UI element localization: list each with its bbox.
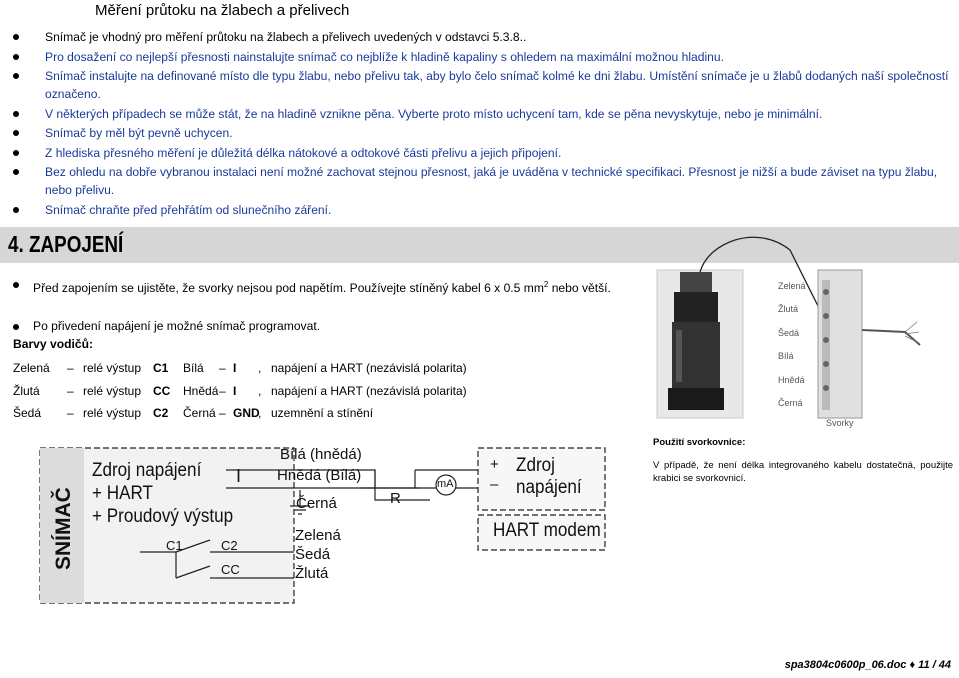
hart-modem-box — [477, 514, 606, 551]
sensor-wire-label: Šedá — [778, 328, 800, 338]
resistor-label: R — [390, 490, 401, 507]
plus-label: + — [490, 456, 499, 473]
list-item: Snímač chraňte před přehřátím od slunečn… — [0, 201, 959, 219]
milliamp-label: mA — [437, 478, 454, 490]
c1-label: C1 — [166, 538, 183, 553]
sensor-wire-label: Černá — [778, 398, 803, 408]
dash: – — [219, 361, 226, 375]
sep: , — [258, 406, 262, 420]
footer: spa3804c0600p_06.doc ♦ 11 / 44 — [785, 659, 951, 671]
wire-color-1: Šedá — [13, 406, 42, 420]
power-supply-box — [477, 447, 606, 511]
list-item: Snímač by měl být pevně uchycen. — [0, 124, 959, 142]
sep: , — [258, 384, 262, 398]
relay-output: relé výstup — [83, 406, 142, 420]
terminal-box-text: V případě, že není délka integrovaného k… — [653, 460, 953, 484]
wire-color-1: Žlutá — [13, 384, 40, 398]
bullet-icon — [13, 73, 19, 79]
dash: – — [219, 406, 226, 420]
sensor-body — [656, 236, 836, 419]
diagram-line-1: Zdroj napájení — [92, 460, 202, 481]
wire-zelena: Zelená — [295, 527, 341, 544]
ammeter-icon — [435, 474, 457, 496]
wiring-bullet-1: Před zapojením se ujistěte, že svorky ne… — [13, 276, 643, 297]
signal: I — [233, 361, 237, 375]
diamond-icon: ♦ — [909, 659, 916, 671]
wire-color-2: Černá — [183, 406, 216, 420]
sensor-wire-label: Žlutá — [778, 304, 799, 314]
diagram-line-2: + HART — [92, 483, 153, 504]
relay-output: relé výstup — [83, 361, 142, 375]
wire-hneda: Hnědá (Bílá) — [277, 467, 362, 484]
relay-output: relé výstup — [83, 384, 142, 398]
wire-color-1: Zelená — [13, 361, 50, 375]
sensor-wire-label: Bílá — [778, 351, 794, 361]
wire-color-2: Hnědá — [183, 384, 219, 398]
wire-colors-label: Barvy vodičů: — [13, 337, 93, 351]
relay-id: C1 — [153, 361, 169, 375]
list-item: V některých případech se může stát, že n… — [0, 105, 959, 123]
wire-color-2: Bílá — [183, 361, 204, 375]
bullet-icon — [13, 53, 19, 60]
chapter-heading-text: 4. ZAPOJENÍ — [8, 231, 124, 257]
list-item: Snímač je vhodný pro měření průtoku na ž… — [0, 28, 959, 46]
list-item: Snímač instalujte na definované místo dl… — [0, 67, 959, 103]
terminals-label: Svorky — [826, 418, 854, 428]
list-item: Z hlediska přesného měření je důležitá d… — [0, 144, 959, 162]
signal: I — [233, 384, 237, 398]
current-label: I — [236, 466, 242, 486]
bullet-icon — [13, 34, 19, 40]
c2-label: C2 — [221, 538, 238, 553]
bullet-icon — [13, 110, 19, 117]
bullet-icon — [13, 149, 19, 156]
terminal-box — [817, 269, 921, 419]
list-item: Bez ohledu na dobře vybranou instalaci n… — [0, 163, 959, 199]
terminal-box-title: Použití svorkovnice: — [653, 437, 746, 448]
power-supply-line-1: Zdroj — [516, 455, 555, 476]
description: napájení a HART (nezávislá polarita) — [271, 361, 467, 375]
bullet-icon — [13, 130, 19, 136]
dash: – — [219, 384, 226, 398]
sensor-label: SNÍMAČ — [52, 487, 75, 570]
wire-zluta: Žlutá — [295, 565, 329, 582]
page-number: 11 / 44 — [918, 659, 951, 671]
hart-modem-label: HART modem — [493, 520, 601, 541]
bullet-icon — [13, 282, 19, 288]
dash: – — [67, 384, 74, 398]
wiring-lines — [140, 469, 478, 579]
bullet-icon — [13, 324, 19, 330]
diagram-line-3: + Proudový výstup — [92, 506, 234, 527]
bullet-icon — [13, 169, 19, 175]
dash: – — [67, 361, 74, 375]
description: napájení a HART (nezávislá polarita) — [271, 384, 467, 398]
relay-id: C2 — [153, 406, 169, 420]
list-item: Pro dosažení co nejlepší přesnosti nains… — [0, 48, 959, 66]
doc-name: spa3804c0600p_06.doc — [784, 659, 907, 671]
bullet-icon — [13, 206, 19, 213]
signal: GND — [233, 406, 260, 420]
relay-id: CC — [153, 384, 171, 398]
sensor-wire-label: Zelená — [778, 281, 806, 291]
sep: , — [258, 361, 262, 375]
minus-label: – — [490, 476, 499, 493]
chapter-heading: 4. ZAPOJENÍ — [0, 227, 959, 263]
wire-seda: Šedá — [295, 546, 331, 563]
cc-label: CC — [221, 562, 240, 577]
section-title: Měření průtoku na žlabech a přelivech — [95, 2, 350, 19]
wiring-bullet-2: Po přivedení napájení je možné snímač pr… — [13, 318, 320, 335]
wire-bila: Bílá (hnědá) — [280, 446, 362, 463]
power-supply-line-2: napájení — [516, 477, 582, 498]
requirements-list: Snímač je vhodný pro měření průtoku na ž… — [0, 28, 959, 220]
wire-cerna: Černá — [296, 495, 337, 512]
description: uzemnění a stínění — [271, 406, 374, 420]
sensor-wire-label: Hnědá — [778, 375, 805, 385]
dash: – — [67, 406, 74, 420]
